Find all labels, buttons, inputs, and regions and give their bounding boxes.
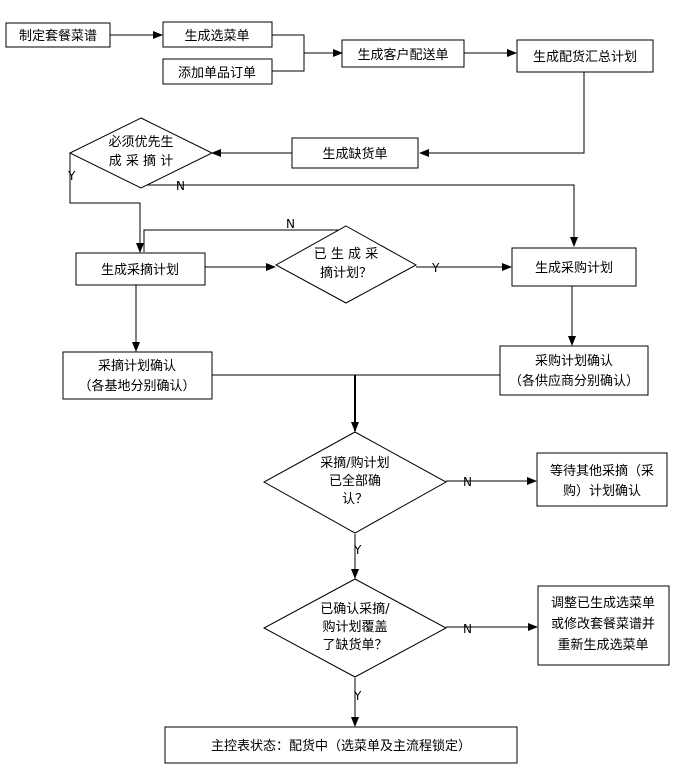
must-pick-line-1: 必须优先生 xyxy=(108,135,173,150)
label-y-covers: Y xyxy=(353,689,362,703)
all-confirmed-line-3: 认？ xyxy=(342,492,368,507)
gen-summary-text: 生成配货汇总计划 xyxy=(533,49,637,65)
pick-confirm-line-2: （各基地分别确认） xyxy=(78,378,195,394)
wait-other-line-1: 等待其他采摘（采 xyxy=(550,463,654,479)
label-y-must-pick: Y xyxy=(67,169,76,183)
covers-shortage-line-1: 已确认采摘/ xyxy=(320,601,390,617)
all-confirmed-line-2: 已全部确 xyxy=(329,473,381,489)
covers-shortage-line-2: 购计划覆盖 xyxy=(322,619,387,635)
node-pick-confirm: 采摘计划确认 （各基地分别确认） xyxy=(62,351,213,400)
gen-select-text: 生成选菜单 xyxy=(184,29,249,44)
branch-labels: Y N N Y N Y N Y xyxy=(67,169,472,703)
has-pick-line-2: 摘计划？ xyxy=(320,265,372,281)
pick-confirm-line-1: 采摘计划确认 xyxy=(98,358,176,374)
label-y-all-confirmed: Y xyxy=(353,543,362,557)
adjust-line-1: 调整已生成选菜单 xyxy=(551,596,655,611)
label-n-has-pick: N xyxy=(286,217,295,231)
label-n-covers: N xyxy=(463,622,472,636)
gen-pick-text: 生成采摘计划 xyxy=(101,262,179,278)
node-covers-shortage: 已确认采摘/ 购计划覆盖 了缺货单？ xyxy=(262,578,448,678)
node-has-pick: 已 生 成 采 摘计划？ xyxy=(274,225,418,304)
node-add-item: 添加单品订单 xyxy=(162,58,273,85)
node-status: 主控表状态：配货中（选菜单及主流程锁定） xyxy=(164,726,518,764)
label-y-has-pick: Y xyxy=(431,261,440,275)
node-purchase-confirm: 采购计划确认 （各供应商分别确认） xyxy=(499,345,649,396)
arrow-n-to-purchase xyxy=(141,184,578,247)
connectors xyxy=(69,31,585,727)
label-n-all-confirmed: N xyxy=(463,475,472,489)
node-wait-other: 等待其他采摘（采 购）计划确认 xyxy=(536,452,668,507)
gen-delivery-text: 生成客户配送单 xyxy=(357,47,448,63)
gen-purchase-text: 生成采购计划 xyxy=(535,260,613,276)
node-gen-purchase: 生成采购计划 xyxy=(511,247,637,287)
label-n-must-pick: N xyxy=(176,179,185,193)
arrow-to-shortage xyxy=(419,72,585,157)
arrow-y-to-pick xyxy=(69,153,144,253)
must-pick-line-2: 成 采 摘 计 xyxy=(109,153,173,169)
node-adjust: 调整已生成选菜单 或修改套餐菜谱并 重新生成选菜单 xyxy=(537,585,670,666)
node-gen-summary: 生成配货汇总计划 xyxy=(516,39,654,73)
all-confirmed-line-1: 采摘/购计划 xyxy=(320,455,389,471)
node-gen-delivery: 生成客户配送单 xyxy=(341,39,465,68)
node-gen-shortage: 生成缺货单 xyxy=(291,137,419,169)
add-item-text: 添加单品订单 xyxy=(178,66,256,81)
adjust-line-2: 或修改套餐菜谱并 xyxy=(551,616,655,632)
gen-shortage-text: 生成缺货单 xyxy=(322,146,387,162)
status-text: 主控表状态：配货中（选菜单及主流程锁定） xyxy=(211,738,471,754)
adjust-line-3: 重新生成选菜单 xyxy=(557,637,648,653)
node-must-pick: 必须优先生 成 采 摘 计 xyxy=(68,117,214,189)
node-gen-pick: 生成采摘计划 xyxy=(75,252,206,286)
purchase-confirm-line-2: （各供应商分别确认） xyxy=(509,373,639,389)
node-all-confirmed: 采摘/购计划 已全部确 认？ xyxy=(262,431,448,534)
wait-other-line-2: 购）计划确认 xyxy=(563,483,641,499)
node-gen-select: 生成选菜单 xyxy=(162,21,273,48)
has-pick-line-1: 已 生 成 采 xyxy=(314,247,378,262)
merge-bracket xyxy=(272,34,305,72)
node-make-menu: 制定套餐菜谱 xyxy=(5,22,111,48)
covers-shortage-line-3: 了缺货单？ xyxy=(322,637,387,653)
purchase-confirm-line-1: 采购计划确认 xyxy=(535,353,613,369)
make-menu-text: 制定套餐菜谱 xyxy=(19,28,97,44)
